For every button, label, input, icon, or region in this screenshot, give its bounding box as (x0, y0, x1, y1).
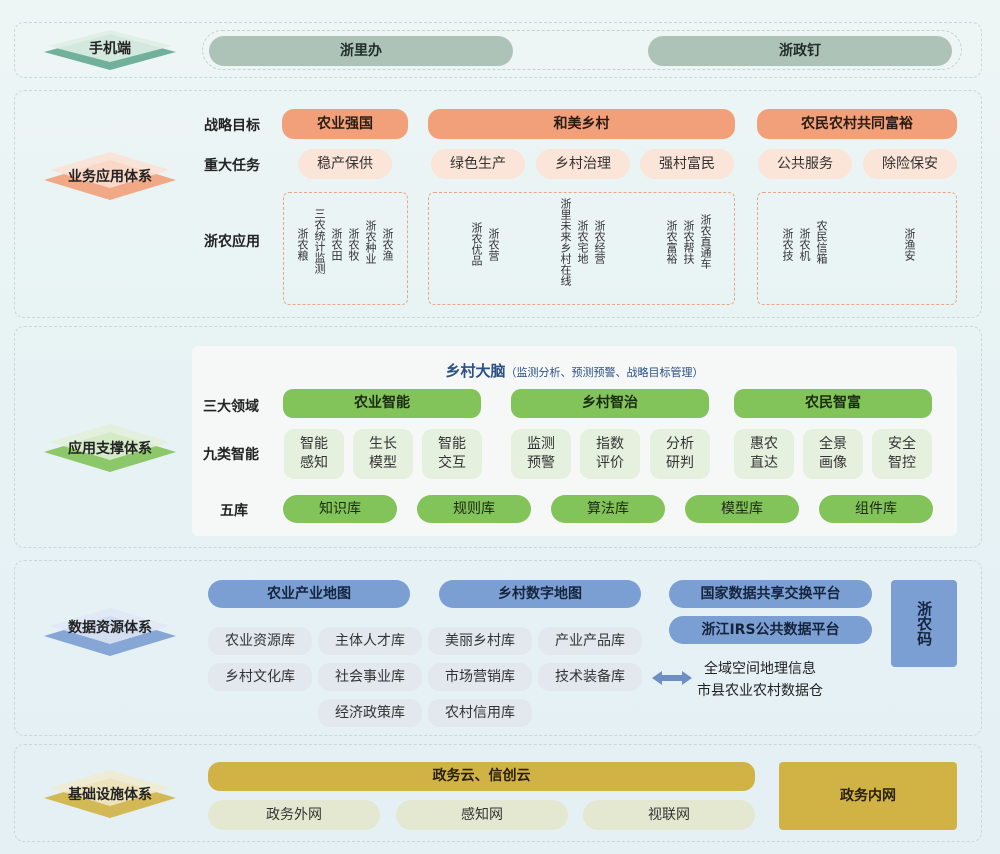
app-zhenongtian[interactable]: 浙农田 (330, 228, 343, 261)
map-agri-industry[interactable]: 农业产业地图 (208, 580, 410, 608)
app-zhenongyu[interactable]: 浙农渔 (381, 228, 394, 261)
rural-brain-title: 乡村大脑 (445, 362, 506, 380)
apps-group-farmers (757, 192, 957, 305)
support-layer-diamond-icon (44, 424, 176, 472)
side-text-spatial-info: 全域空间地理信息 (704, 661, 816, 677)
app-zhenongying[interactable]: 浙农营 (487, 228, 500, 261)
app-zhenong-zhaidi[interactable]: 浙农宅地 (576, 220, 589, 264)
app-zhenong-seed[interactable]: 浙农种业 (364, 220, 377, 264)
zheliban-app[interactable]: 浙里办 (209, 36, 513, 66)
task-stable-supply[interactable]: 稳产保供 (298, 149, 392, 179)
lib-algorithm[interactable]: 算法库 (551, 495, 665, 523)
intel-analysis-judgement[interactable]: 分析 研判 (650, 429, 710, 479)
app-sannong-stats[interactable]: 三农统计监测 (313, 208, 326, 274)
data-layer-diamond-icon (44, 608, 176, 656)
lib-market-sales[interactable]: 市场营销库 (428, 663, 532, 691)
app-zheyuan[interactable]: 浙渔安 (903, 228, 916, 261)
app-zhenongji-tech[interactable]: 浙农技 (781, 228, 794, 261)
gov-intranet[interactable]: 政务内网 (779, 762, 957, 830)
app-future-village[interactable]: 浙里未来乡村在线 (559, 198, 572, 286)
sensing-network[interactable]: 感知网 (396, 800, 568, 830)
business-layer (14, 90, 982, 318)
intel-panoramic-portrait[interactable]: 全景 画像 (803, 429, 863, 479)
row-label-apps: 浙农应用 (204, 234, 260, 250)
task-risk-safety[interactable]: 除险保安 (863, 149, 957, 179)
task-public-service[interactable]: 公共服务 (758, 149, 852, 179)
domain-farmer-wealth[interactable]: 农民智富 (734, 389, 932, 418)
mobile-layer-diamond-icon (44, 30, 176, 70)
gov-cloud[interactable]: 政务云、信创云 (208, 762, 755, 791)
intel-smart-interaction[interactable]: 智能 交互 (422, 429, 482, 479)
lib-village-culture[interactable]: 乡村文化库 (208, 663, 312, 691)
mobile-layer (14, 22, 982, 78)
support-layer-label: 应用支撑体系 (68, 441, 152, 457)
app-zhenong-youpin[interactable]: 浙农优品 (470, 222, 483, 266)
app-farmer-mailbox[interactable]: 农民信箱 (815, 220, 828, 264)
rural-brain-subtitle: （监测分析、预测预警、战略目标管理） (505, 366, 704, 379)
domain-agri-intel[interactable]: 农业智能 (283, 389, 481, 418)
lib-model[interactable]: 模型库 (685, 495, 799, 523)
mobile-apps-frame (202, 30, 962, 70)
infra-layer (14, 744, 982, 842)
infra-layer-label: 基础设施体系 (68, 787, 152, 803)
app-zhenongji-machine[interactable]: 浙农机 (798, 228, 811, 261)
zhezhengding-app[interactable]: 浙政钉 (648, 36, 952, 66)
lib-knowledge[interactable]: 知识库 (283, 495, 397, 523)
business-layer-label: 业务应用体系 (68, 169, 152, 185)
lib-subject-talent[interactable]: 主体人才库 (318, 627, 422, 655)
row-label-tasks: 重大任务 (204, 158, 260, 174)
double-arrow-icon (652, 671, 692, 685)
lib-social-affairs[interactable]: 社会事业库 (318, 663, 422, 691)
lib-industry-product[interactable]: 产业产品库 (538, 627, 642, 655)
video-network[interactable]: 视联网 (583, 800, 755, 830)
data-layer-label: 数据资源体系 (68, 620, 152, 636)
side-text-county-warehouse: 市县农业农村数据仓 (697, 683, 823, 699)
app-zhenong-jingying[interactable]: 浙农经营 (593, 220, 606, 264)
lib-component[interactable]: 组件库 (819, 495, 933, 523)
row-label-domains: 三大领域 (203, 399, 259, 415)
lib-agri-resources[interactable]: 农业资源库 (208, 627, 312, 655)
goal-common-prosperity[interactable]: 农民农村共同富裕 (757, 109, 957, 139)
app-zhenongmu[interactable]: 浙农牧 (347, 228, 360, 261)
lib-rules[interactable]: 规则库 (417, 495, 531, 523)
row-label-intel: 九类智能 (203, 447, 259, 463)
gov-extranet[interactable]: 政务外网 (208, 800, 380, 830)
business-layer-diamond-icon (44, 152, 176, 200)
app-zhenongliang[interactable]: 浙农粮 (296, 228, 309, 261)
zhenong-code-label: 浙农码 (915, 601, 934, 646)
row-label-goals: 战略目标 (204, 118, 260, 134)
platform-national-exchange[interactable]: 国家数据共享交换平台 (669, 580, 872, 608)
task-strong-village[interactable]: 强村富民 (640, 149, 734, 179)
lib-economic-policy[interactable]: 经济政策库 (318, 699, 422, 727)
lib-tech-equipment[interactable]: 技术装备库 (538, 663, 642, 691)
intel-index-evaluation[interactable]: 指数 评价 (580, 429, 640, 479)
infra-layer-diamond-icon (44, 770, 176, 818)
zhenong-code[interactable]: 浙农码 (891, 580, 957, 667)
rural-brain-header: 乡村大脑（监测分析、预测预警、战略目标管理） (192, 360, 957, 381)
mobile-layer-label: 手机端 (89, 41, 131, 57)
lib-beautiful-village[interactable]: 美丽乡村库 (428, 627, 532, 655)
apps-group-agri (283, 192, 408, 305)
goal-harmonious-village[interactable]: 和美乡村 (428, 109, 735, 139)
intel-safety-control[interactable]: 安全 智控 (872, 429, 932, 479)
data-layer (14, 560, 982, 736)
row-label-five-libs: 五库 (220, 503, 248, 519)
task-village-governance[interactable]: 乡村治理 (536, 149, 630, 179)
app-zhenong-fuyu[interactable]: 浙农富裕 (665, 220, 678, 264)
goal-agri-power[interactable]: 农业强国 (282, 109, 408, 139)
support-layer (14, 326, 982, 548)
intel-direct-benefit[interactable]: 惠农 直达 (734, 429, 794, 479)
lib-rural-credit[interactable]: 农村信用库 (428, 699, 532, 727)
app-zhenong-zhitongche[interactable]: 浙农直通车 (699, 214, 712, 269)
domain-village-govern[interactable]: 乡村智治 (511, 389, 709, 418)
task-green-production[interactable]: 绿色生产 (431, 149, 525, 179)
map-village-digital[interactable]: 乡村数字地图 (439, 580, 641, 608)
intel-monitor-warning[interactable]: 监测 预警 (511, 429, 571, 479)
apps-group-village (428, 192, 735, 305)
platform-zhejiang-irs[interactable]: 浙江IRS公共数据平台 (669, 616, 872, 644)
intel-smart-sensing[interactable]: 智能 感知 (284, 429, 344, 479)
app-zhenong-bangfu[interactable]: 浙农帮扶 (682, 220, 695, 264)
intel-growth-model[interactable]: 生长 模型 (353, 429, 413, 479)
